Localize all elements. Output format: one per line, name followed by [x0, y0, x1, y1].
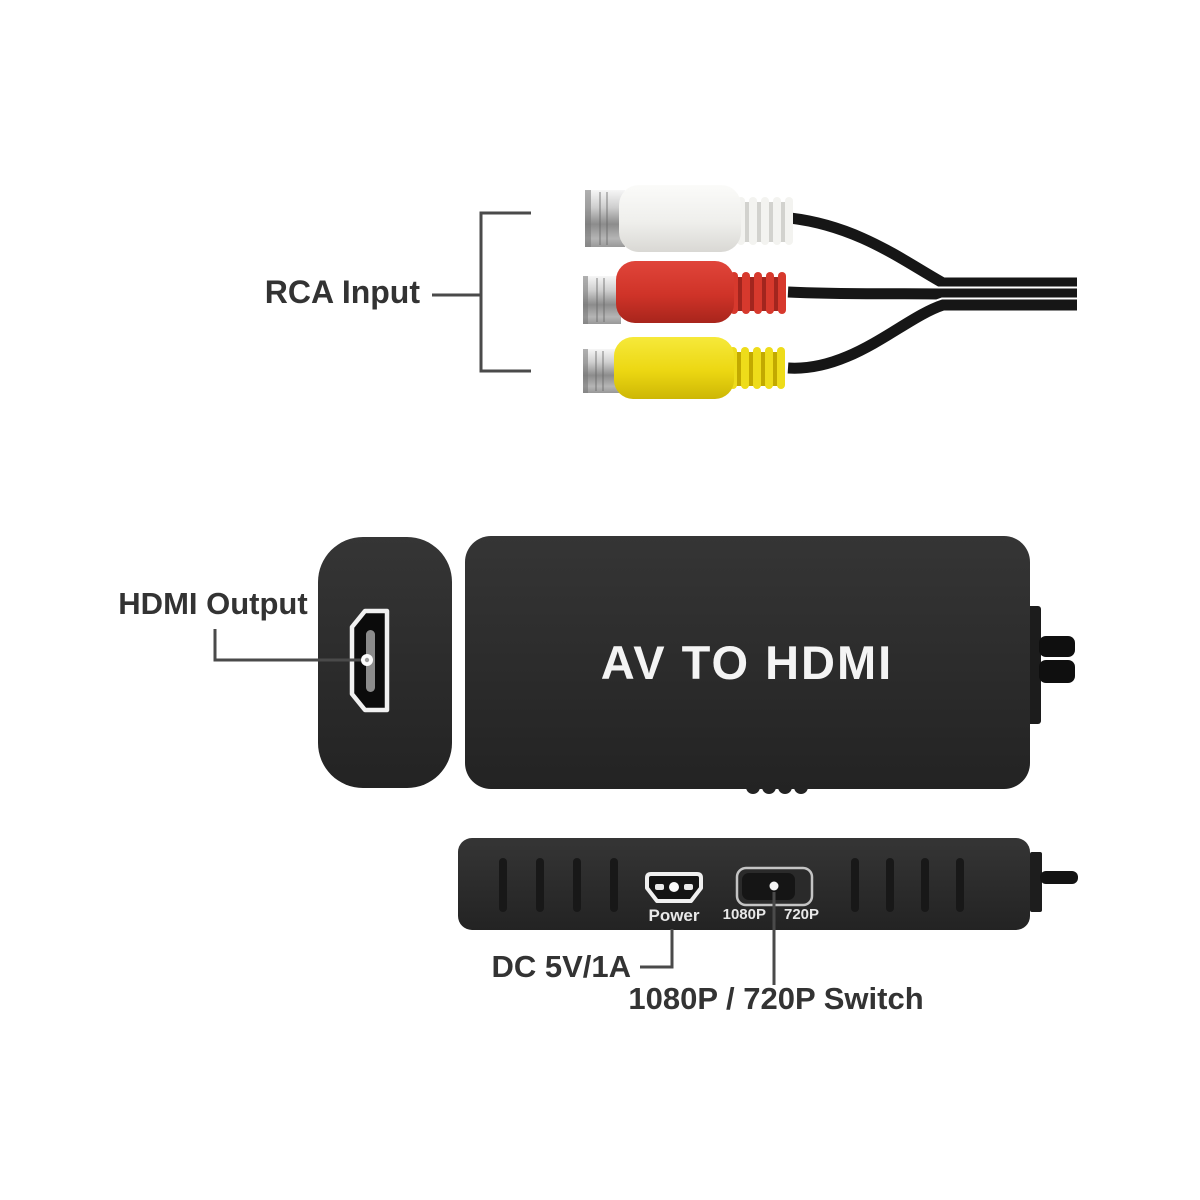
rca-input-section: RCA Input — [265, 185, 1077, 399]
red-rca-rib — [742, 272, 750, 314]
rca-connector-white — [585, 185, 793, 252]
rca-connector-yellow — [583, 337, 785, 399]
red-rca-body — [616, 261, 734, 323]
yellow-rca-barrel-rim — [583, 349, 588, 393]
switch-pointer-dot — [769, 881, 779, 891]
switch-label-1080p: 1080P — [723, 906, 766, 923]
power-port: Power — [645, 872, 703, 925]
vent-slot — [573, 858, 581, 912]
hdmi-output-pointer-dot-center — [364, 657, 370, 663]
resolution-switch[interactable]: 1080P 720P — [723, 866, 819, 923]
white-rca-rib — [761, 197, 769, 245]
rca-input-label: RCA Input — [265, 274, 421, 310]
dc-pointer-line — [640, 929, 674, 969]
top-view-strain-relief — [1027, 606, 1041, 724]
rca-bracket — [479, 211, 531, 373]
vent-slot — [499, 858, 507, 912]
yellow-rca-rib — [753, 347, 761, 389]
back-panel-section: Power 1080P 720P DC 5V/1A 1080P / 720P S… — [458, 838, 1078, 1016]
power-pointer-dot — [669, 882, 679, 892]
dc-rating-label: DC 5V/1A — [491, 949, 631, 984]
vent-slot — [536, 858, 544, 912]
red-rca-rib — [754, 272, 762, 314]
white-rca-rib — [749, 197, 757, 245]
port-pin — [684, 884, 693, 890]
annotation-rca-input: RCA Input — [265, 211, 531, 373]
power-port-label: Power — [648, 906, 699, 925]
yellow-rca-rib — [741, 347, 749, 389]
switch-label-720p: 720P — [784, 906, 819, 923]
back-strain-relief — [1030, 852, 1042, 912]
red-rca-barrel-rim — [583, 276, 588, 324]
annotation-dc-rating: DC 5V/1A — [491, 929, 674, 984]
switch-annotation-label: 1080P / 720P Switch — [628, 981, 923, 1016]
white-rca-rib — [773, 197, 781, 245]
red-cable — [787, 286, 1077, 300]
top-view-cable-stub — [1039, 636, 1075, 657]
rca-connector-red — [583, 261, 786, 324]
red-rca-metal-barrel — [583, 276, 621, 324]
converter-top-view: AV TO HDMI — [465, 536, 1075, 794]
hdmi-output-label: HDMI Output — [118, 586, 307, 621]
white-rca-rib — [785, 197, 793, 245]
vent-slot — [956, 858, 964, 912]
yellow-rca-metal-barrel — [583, 349, 619, 393]
white-rca-barrel-rim — [585, 190, 591, 247]
vent-slot — [921, 858, 929, 912]
converter-side-view: HDMI Output — [118, 537, 452, 788]
yellow-rca-rib — [765, 347, 773, 389]
yellow-rca-body — [614, 337, 734, 399]
white-rca-metal-barrel — [585, 190, 625, 247]
vent-slots — [499, 858, 964, 912]
converter-section: HDMI Output AV TO HDMI — [118, 536, 1075, 794]
converter-housing — [465, 536, 1030, 789]
vent-slot — [886, 858, 894, 912]
port-pin — [655, 884, 664, 890]
white-rca-body — [619, 185, 741, 252]
red-rca-rib — [778, 272, 786, 314]
vent-slot — [851, 858, 859, 912]
switch-knob[interactable] — [742, 873, 795, 900]
yellow-cable — [787, 299, 1077, 374]
top-view-cable-stub — [1039, 660, 1075, 683]
hdmi-output-pointer-line — [213, 629, 361, 662]
red-rca-rib — [766, 272, 774, 314]
vent-slot — [610, 858, 618, 912]
yellow-rca-rib — [777, 347, 785, 389]
device-title: AV TO HDMI — [601, 636, 893, 689]
white-cable — [789, 212, 1077, 289]
rca-cables — [787, 210, 1077, 376]
back-cable — [1040, 871, 1078, 884]
annotation-switch: 1080P / 720P Switch — [628, 892, 924, 1016]
